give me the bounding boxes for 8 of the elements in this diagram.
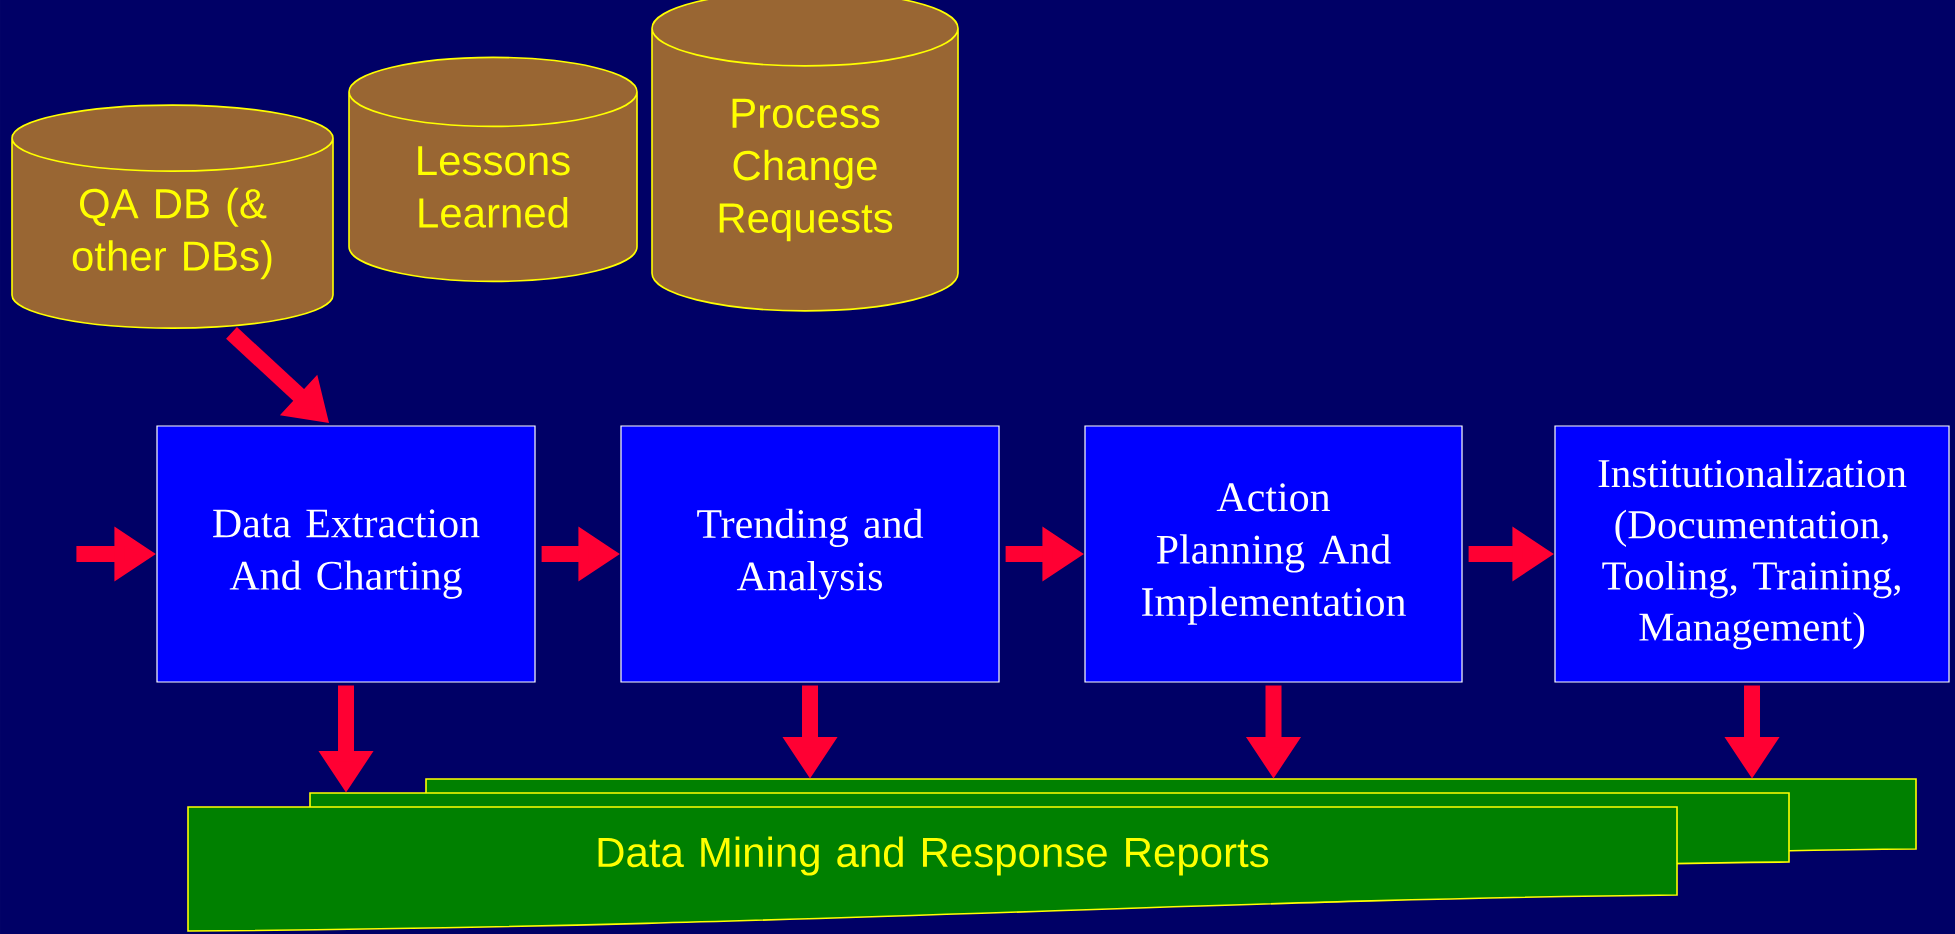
process-box: Data Extraction And Charting [156,425,536,683]
database-cylinder: QA DB (& other DBs) [11,104,334,329]
process-box: Trending and Analysis [620,425,1000,683]
process-box: Action Planning And Implementation [1084,425,1463,683]
document-stack: Data Mining and Response Reports [187,778,1917,932]
database-cylinder: Process Change Requests [651,0,959,312]
process-box: Institutionalization (Documentation, Tooling, Training, Management) [1554,425,1950,683]
database-cylinder: Lessons Learned [348,56,638,283]
